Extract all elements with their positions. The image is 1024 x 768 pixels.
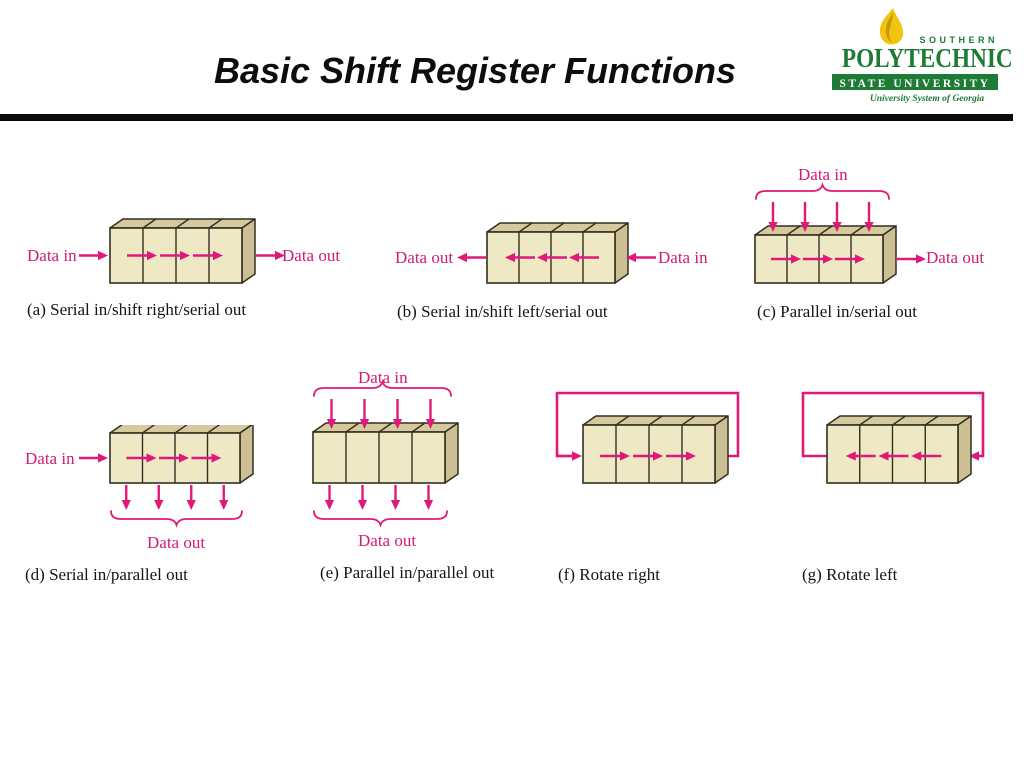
data-in-label: Data in — [25, 449, 75, 468]
diagram-parallel-in-parallel-out: Data in Data out (e) Parallel in/paralle… — [300, 360, 550, 592]
diagram-serial-in-shift-right-serial-out: Data in Data out (a) Serial in/shift rig… — [12, 160, 370, 325]
logo-polytechnic-text: POLYTECHNIC — [841, 43, 1013, 73]
diagram-caption: (e) Parallel in/parallel out — [320, 563, 495, 582]
diagram-parallel-in-serial-out: Data in Data out (c) Parallel in/serial … — [742, 155, 1024, 327]
data-out-label: Data out — [147, 533, 206, 552]
diagram-serial-in-shift-left-serial-out: Data out Data in (b) Serial in/shift lef… — [383, 160, 728, 325]
slide-title: Basic Shift Register Functions — [213, 50, 737, 91]
register-graphic — [457, 222, 656, 284]
data-in-label: Data in — [27, 246, 77, 265]
diagram-caption: (a) Serial in/shift right/serial out — [27, 300, 247, 319]
diagram-rotate-right: (f) Rotate right — [545, 385, 775, 590]
title-divider-line — [0, 114, 1013, 121]
logo-state-university-text: STATE UNIVERSITY — [839, 78, 991, 90]
logo-southern-text: SOUTHERN — [919, 35, 998, 45]
register-graphic — [79, 425, 254, 528]
diagram-caption: (g) Rotate left — [802, 565, 898, 584]
diagram-rotate-left: (g) Rotate left — [790, 385, 1024, 590]
register-graphic — [312, 379, 459, 528]
data-in-label: Data in — [358, 368, 408, 387]
register-graphic — [754, 182, 926, 284]
diagram-caption: (d) Serial in/parallel out — [25, 565, 188, 584]
data-in-label: Data in — [798, 165, 848, 184]
flame-icon — [879, 8, 904, 45]
data-out-label: Data out — [282, 246, 341, 265]
diagram-serial-in-parallel-out: Data in Data out (d) Serial in/parallel … — [12, 425, 342, 590]
data-out-label: Data out — [926, 248, 985, 267]
logo-tagline: University System of Georgia — [869, 94, 985, 104]
data-in-label: Data in — [658, 248, 708, 267]
logo-state-university-bar: STATE UNIVERSITY — [832, 74, 998, 90]
diagram-caption: (b) Serial in/shift left/serial out — [397, 302, 608, 321]
register-graphic — [801, 391, 985, 484]
diagram-caption: (c) Parallel in/serial out — [757, 302, 918, 321]
data-out-label: Data out — [395, 248, 454, 267]
register-graphic — [79, 218, 285, 284]
diagram-caption: (f) Rotate right — [558, 565, 660, 584]
university-logo: SOUTHERN POLYTECHNIC STATE UNIVERSITY Un… — [830, 8, 1013, 108]
data-out-label: Data out — [358, 531, 417, 550]
register-graphic — [555, 391, 740, 484]
